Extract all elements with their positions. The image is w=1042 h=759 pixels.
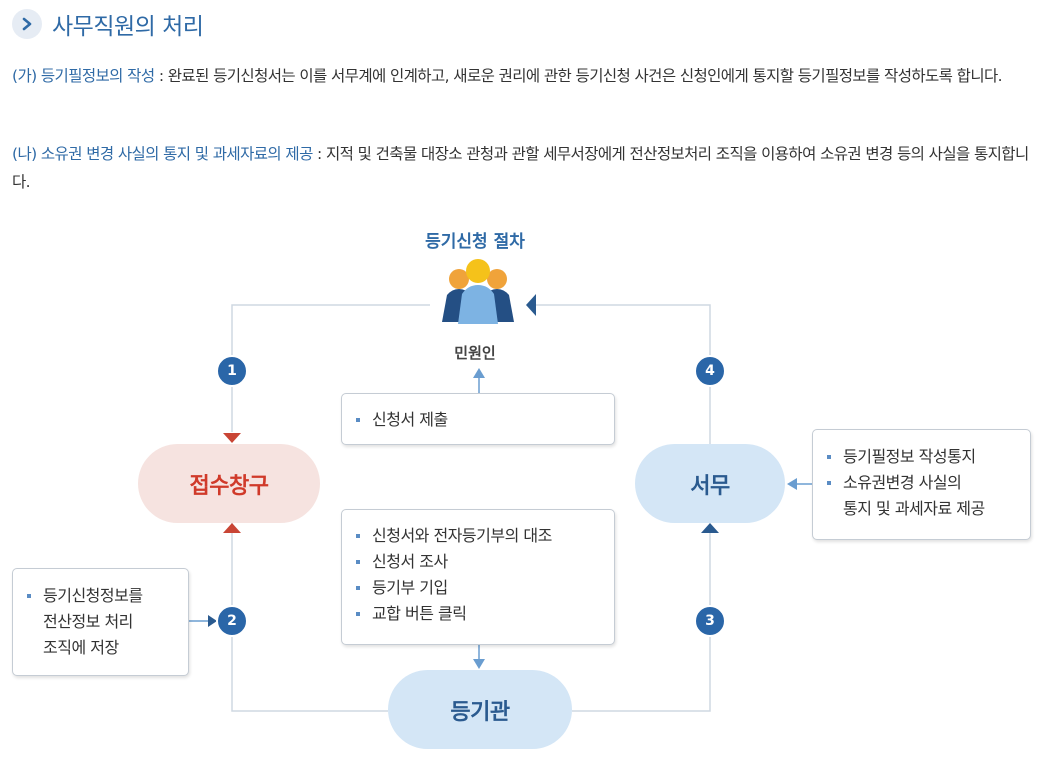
connector-registrar-to-business [572, 532, 711, 712]
node-reception: 접수창구 [138, 444, 320, 523]
diagram-title: 등기신청 절차 [425, 232, 525, 252]
list-item: 신청서 조사 [356, 549, 614, 575]
paragraph-ownership-notice: (나) 소유권 변경 사실의 통지 및 과세자료의 제공 : 지적 및 건축물 … [12, 140, 1032, 196]
list-item: 신청서 제출 [356, 407, 614, 433]
bullet-icon [827, 455, 831, 459]
arrow-up-red [223, 523, 241, 533]
list-item: 등기부 기입 [356, 575, 614, 601]
node-registrar: 등기관 [388, 670, 572, 749]
bullet-icon [356, 418, 360, 422]
node-business: 서무 [635, 444, 785, 523]
bullet-icon [356, 586, 360, 590]
arrow-left-to-applicant [526, 294, 536, 316]
info-box-store: 등기신청정보를 전산정보 처리 조직에 저장 [12, 568, 189, 676]
arrow-up-blue [701, 523, 719, 533]
info-box-registrar-tasks: 신청서와 전자등기부의 대조 신청서 조사 등기부 기입 교합 버튼 클릭 [341, 509, 615, 645]
bullet-icon [27, 594, 31, 598]
arrow-right-small [208, 615, 217, 627]
info-box-notice: 등기필정보 작성통지 소유권변경 사실의 통지 및 과세자료 제공 [812, 429, 1031, 540]
step-badge-3: 3 [694, 605, 726, 637]
connector-business-to-applicant [531, 304, 711, 444]
applicant-label: 민원인 [454, 344, 496, 362]
page-title: 사무직원의 처리 [52, 14, 204, 40]
connector-applicant-to-reception [231, 304, 430, 432]
paragraph-term: (가) 등기필정보의 작성 [12, 67, 155, 85]
paragraph-body: : 지적 및 건축물 대장소 관청과 관할 세무서장에게 전산정보처리 조직을 … [12, 145, 1029, 191]
people-group-icon [442, 259, 514, 324]
list-item: 교합 버튼 클릭 [356, 601, 614, 627]
bullet-icon [356, 534, 360, 538]
connector-reception-to-registrar [231, 523, 388, 712]
paragraph-body: : 완료된 등기신청서는 이를 서무계에 인계하고, 새로운 권리에 관한 등기… [154, 67, 1003, 85]
bullet-icon [356, 560, 360, 564]
step-badge-1: 1 [216, 355, 248, 387]
bullet-icon [827, 481, 831, 485]
info-box-submit: 신청서 제출 [341, 393, 615, 445]
bullet-icon [356, 612, 360, 616]
paragraph-term: (나) 소유권 변경 사실의 통지 및 과세자료의 제공 [12, 145, 313, 163]
arrow-down-red [223, 433, 241, 443]
list-item: 등기필정보 작성통지 [827, 444, 1030, 470]
step-badge-2: 2 [216, 605, 248, 637]
arrow-left-small [787, 478, 797, 490]
arrow-down-small [473, 659, 485, 669]
arrow-up-small [473, 368, 485, 378]
section-header: 사무직원의 처리 [12, 8, 204, 40]
paragraph-registration-info: (가) 등기필정보의 작성 : 완료된 등기신청서는 이를 서무계에 인계하고,… [12, 62, 1032, 90]
list-item: 등기신청정보를 전산정보 처리 조직에 저장 [27, 583, 188, 661]
list-item: 소유권변경 사실의 통지 및 과세자료 제공 [827, 470, 1030, 522]
step-badge-4: 4 [694, 355, 726, 387]
list-item: 신청서와 전자등기부의 대조 [356, 523, 614, 549]
chevron-right-icon [12, 9, 42, 39]
